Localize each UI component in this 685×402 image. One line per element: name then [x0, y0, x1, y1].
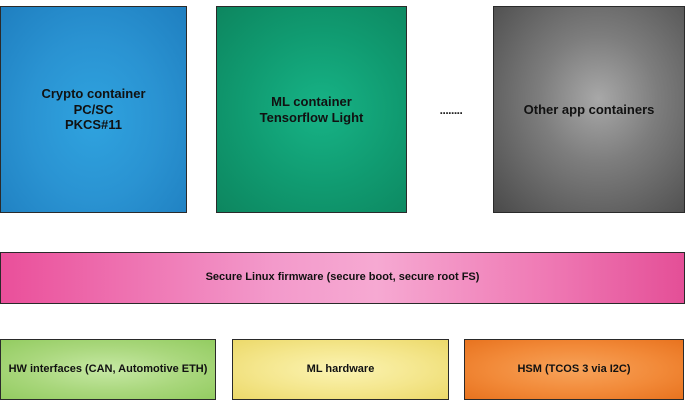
more-containers-ellipsis: ........ — [439, 103, 463, 117]
hw-interfaces-box: HW interfaces (CAN, Automotive ETH) — [0, 339, 216, 400]
hsm-label: HSM (TCOS 3 via I2C) — [517, 362, 631, 375]
other-app-containers-box: Other app containers — [493, 6, 685, 213]
secure-linux-firmware-label: Secure Linux firmware (secure boot, secu… — [205, 271, 480, 284]
ml-container-label: ML container Tensorflow Light — [259, 93, 364, 125]
ml-hardware-label: ML hardware — [306, 362, 375, 375]
crypto-container-label: Crypto container PC/SC PKCS#11 — [41, 86, 146, 133]
other-app-containers-label: Other app containers — [523, 101, 655, 117]
secure-linux-firmware-layer: Secure Linux firmware (secure boot, secu… — [0, 252, 685, 304]
crypto-container-box: Crypto container PC/SC PKCS#11 — [0, 6, 187, 213]
hsm-box: HSM (TCOS 3 via I2C) — [464, 339, 684, 400]
hw-interfaces-label: HW interfaces (CAN, Automotive ETH) — [8, 362, 208, 375]
ml-hardware-box: ML hardware — [232, 339, 449, 400]
ml-container-box: ML container Tensorflow Light — [216, 6, 407, 213]
